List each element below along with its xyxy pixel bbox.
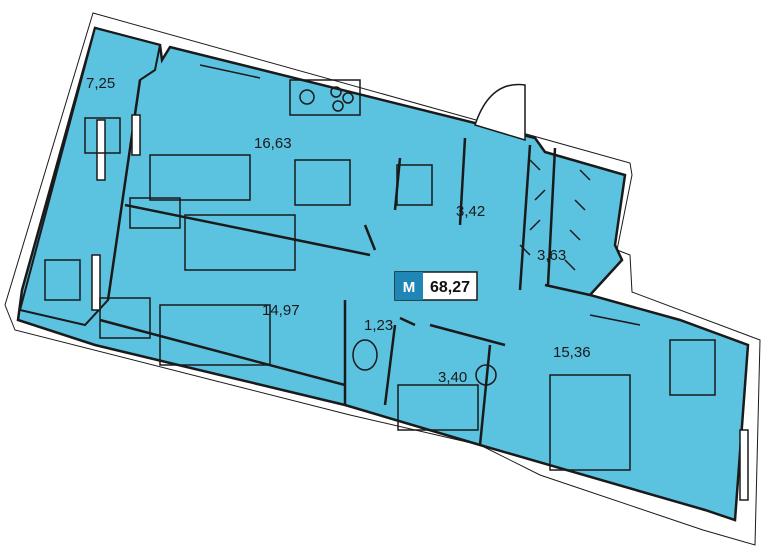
bed-icon	[184, 214, 296, 271]
sink-icon	[396, 164, 433, 206]
room-labels: 7,25 16,63 3,42 3,63 14,97 1,23 3,40 15,…	[86, 75, 591, 386]
badge-total-area: 68,27	[430, 279, 470, 296]
room-label-loggia: 7,25	[86, 75, 115, 92]
window-right	[739, 429, 749, 501]
desk-icon	[669, 339, 716, 396]
room-label-bedroom-right: 15,36	[553, 344, 591, 361]
dining-table-icon	[294, 159, 351, 206]
bed-icon	[549, 374, 631, 471]
room-label-hall: 3,42	[456, 203, 485, 220]
armchair-icon	[44, 259, 81, 301]
stove-icon	[289, 79, 361, 116]
total-area-badge: М 68,27	[394, 271, 478, 301]
floor-area	[16, 26, 750, 522]
room-label-kitchen-living: 16,63	[254, 135, 292, 152]
armchair-icon	[84, 117, 121, 154]
room-label-bathroom: 3,40	[438, 369, 467, 386]
room-label-wardrobe: 3,63	[537, 247, 566, 264]
bed-icon	[159, 304, 271, 366]
windows	[91, 114, 749, 501]
badge-code: М	[403, 279, 416, 296]
window-loggia	[131, 114, 141, 156]
tv-icon	[199, 64, 261, 79]
window-left-lower	[91, 254, 101, 311]
window-left	[96, 119, 106, 181]
desk-icon	[129, 197, 181, 229]
outer-wall-outline	[4, 12, 761, 546]
room-label-bedroom-left: 14,97	[262, 302, 300, 319]
washing-machine-icon	[475, 364, 497, 386]
hanger-icon	[564, 169, 591, 271]
hanger-icon	[519, 159, 546, 256]
door-swing	[474, 83, 526, 142]
desk-icon	[99, 297, 151, 339]
sofa-icon	[149, 154, 251, 201]
badge-code-box	[395, 272, 423, 300]
room-label-toilet: 1,23	[364, 317, 393, 334]
furniture	[44, 64, 716, 471]
bathtub-icon	[397, 384, 479, 431]
toilet-icon	[352, 339, 378, 371]
tv-icon	[589, 314, 641, 326]
